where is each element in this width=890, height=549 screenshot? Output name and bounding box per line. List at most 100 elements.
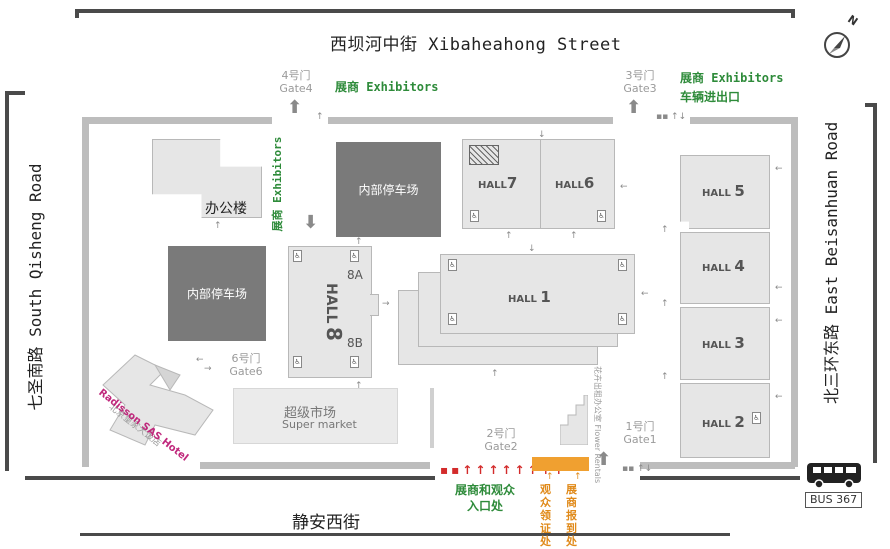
hall-3-arrow-icon: ↑ xyxy=(661,372,669,382)
internal-parking-1: 内部停车场 xyxy=(336,142,441,237)
exhibitors-down-arrow-icon: ⬇ xyxy=(303,212,319,233)
internal-parking-2: 内部停车场 xyxy=(168,246,266,341)
site-wall-bottom-left xyxy=(200,462,430,469)
site-wall-left xyxy=(82,117,89,467)
gate3-small-arrows-icon: ▪▪ ↑↓ xyxy=(656,112,687,122)
hall-1-restroom-tr-icon: ♿ xyxy=(618,259,627,271)
exhibitor-reg-arrow-icon: ↑ xyxy=(574,472,582,482)
site-wall-bottom-right xyxy=(640,462,795,469)
exhibitor-reg-label: 展商报到处 xyxy=(566,483,577,548)
bus-icon xyxy=(805,460,865,490)
hall-1-building xyxy=(440,254,635,334)
hall-1-restroom-br-icon: ♿ xyxy=(618,313,627,325)
hotel-arrow-icon: ← xyxy=(196,355,204,365)
supermarket-divider xyxy=(430,388,434,448)
hall-6-label: HALL6 xyxy=(555,174,595,192)
hall-7-6-divider xyxy=(540,139,541,229)
hall-4-arrow-icon: ↑ xyxy=(661,299,669,309)
bottom-road-right xyxy=(640,476,800,480)
hall-1-label: HALL 1 xyxy=(508,288,551,306)
site-wall-top-right xyxy=(690,117,798,124)
hall-1-right-arrow-icon: ← xyxy=(641,289,649,299)
gate6-arrows-icon: → xyxy=(204,364,212,374)
visitor-reg-arrow-icon: ↑ xyxy=(546,472,554,482)
hall-6-top-arrow-icon: ↓ xyxy=(538,130,546,140)
gate4-arrow-icon: ⬆ xyxy=(287,97,303,118)
hall-7-arrow-icon: ↑ xyxy=(505,231,513,241)
hall-1-restroom-bl-icon: ♿ xyxy=(448,313,457,325)
hall-7-restroom-icon: ♿ xyxy=(470,210,479,222)
top-road-cap-left xyxy=(75,9,79,18)
hall-8-restroom-bottom-icon: ♿ xyxy=(293,356,302,368)
exhibitors-vertical-label: 展商 Exhibitors xyxy=(271,136,284,232)
hall-8-bump xyxy=(370,294,379,316)
hall-8-label: HALL 8 xyxy=(321,283,346,341)
hall-8-right-arrow-icon: → xyxy=(382,299,390,309)
hall-8b-restroom-icon: ♿ xyxy=(350,356,359,368)
registration-booth xyxy=(532,457,589,471)
left-street-label: 七圣南路 South Qisheng Road xyxy=(26,163,45,411)
hall-8-restroom-top-icon: ♿ xyxy=(293,250,302,262)
hall-3-right-arrow-icon: ← xyxy=(775,316,783,326)
hall-4-label: HALL 4 xyxy=(702,257,745,275)
hall-8a-restroom-icon: ♿ xyxy=(350,250,359,262)
flower-rental-building xyxy=(559,394,589,446)
right-street-label: 北三环东路 East Beisanhuan Road xyxy=(822,121,841,404)
exhibitors-gate3-label: 展商 Exhibitors xyxy=(680,71,784,85)
hall-4-right-arrow-icon: ← xyxy=(775,283,783,293)
hall-5-label: HALL 5 xyxy=(702,182,745,200)
hall-7-hatch xyxy=(469,145,499,165)
hall-1-top-arrow-icon: ↓ xyxy=(528,244,536,254)
hall-8b-label: 8B xyxy=(347,336,363,350)
bottom-road-lower xyxy=(80,533,730,536)
hall-5-right-arrow-icon: ← xyxy=(775,164,783,174)
top-road xyxy=(75,9,795,13)
vehicle-gate3-label: 车辆进出口 xyxy=(680,90,741,104)
visitor-reg-label: 观众领证处 xyxy=(540,483,551,548)
hall-2-right-arrow-icon: ← xyxy=(775,392,783,402)
left-road-top-diag xyxy=(5,91,25,95)
exhibitors-top-label: 展商 Exhibitors xyxy=(335,80,439,94)
hall-2-restroom-icon: ♿ xyxy=(752,412,761,424)
hall-1-restroom-tl-icon: ♿ xyxy=(448,259,457,271)
bottom-road xyxy=(25,476,435,480)
supermarket-building xyxy=(233,388,398,444)
gate3-arrow-icon: ⬆ xyxy=(626,97,642,118)
office-building-label: 办公楼 xyxy=(205,201,247,217)
hall-3-building xyxy=(680,307,770,380)
compass-icon xyxy=(820,26,854,60)
hall-1-bottom-arrow-icon: ↑ xyxy=(491,369,499,379)
top-street-label: 西坝河中街 Xibaheahong Street xyxy=(330,35,622,55)
hall-6-arrow-icon: ↑ xyxy=(570,231,578,241)
hall-7-6-building xyxy=(462,139,615,229)
gate1-big-arrow-icon: ⬆ xyxy=(596,449,612,470)
right-road xyxy=(873,103,877,463)
hotel-building xyxy=(95,350,220,450)
supermarket-label-en: Super market xyxy=(282,418,357,431)
hall-8-bottom-arrow-icon: ↑ xyxy=(355,381,363,391)
hall-6-restroom-icon: ♿ xyxy=(597,210,606,222)
hall-3-label: HALL 3 xyxy=(702,334,745,352)
gate1-small-arrows-icon: ▪▪ ↑↓ xyxy=(622,464,653,474)
top-road-cap-right xyxy=(791,9,795,18)
site-wall-top-mid xyxy=(328,117,613,124)
hall-8a-label: 8A xyxy=(347,268,363,282)
site-wall-right xyxy=(791,117,798,467)
hall-2-label: HALL 2 xyxy=(702,413,745,431)
hall-4-building xyxy=(680,232,770,304)
entrance-label: 展商和观众 入口处 xyxy=(455,483,516,513)
office-arrow-icon: ↑ xyxy=(214,221,222,231)
left-road xyxy=(5,91,9,471)
site-wall-top-left xyxy=(82,117,272,124)
hall-6-side-arrow-icon: ← xyxy=(620,182,628,192)
right-road-cap xyxy=(865,103,877,107)
hall-5-left-arrow-icon: ↑ xyxy=(661,225,669,235)
hall-8-top-arrow-icon: ↑ xyxy=(355,237,363,247)
hall-5-building xyxy=(680,155,770,229)
supermarket-label-cn: 超级市场 xyxy=(284,406,337,421)
